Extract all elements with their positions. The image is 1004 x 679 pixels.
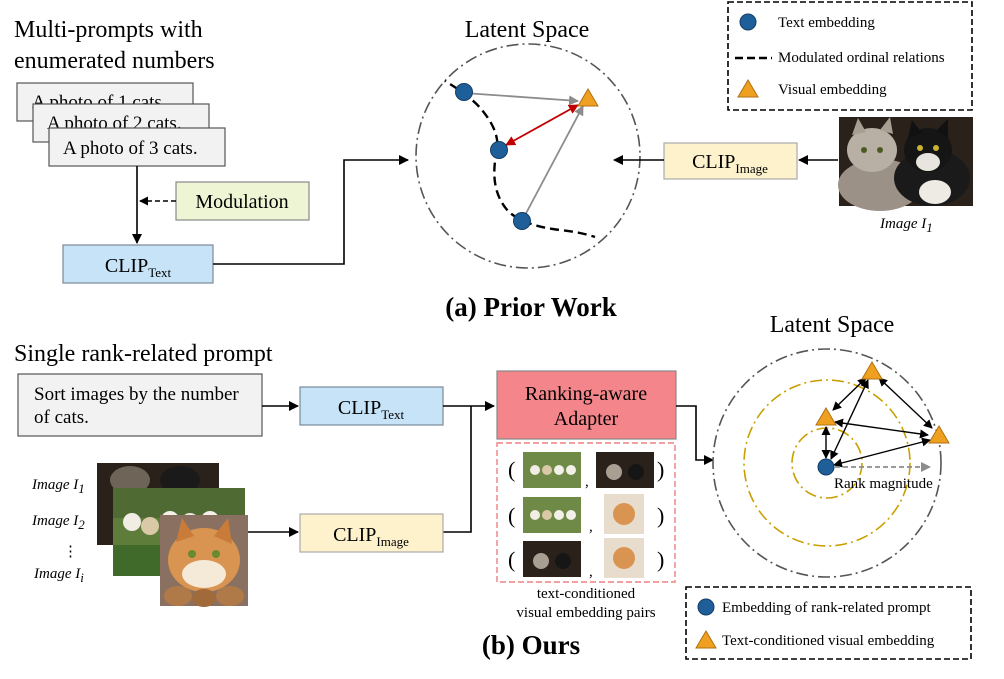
pairs-caption-line1: text-conditioned: [537, 586, 636, 602]
modulated-relation-curve: [437, 75, 596, 239]
image-i2-label: Image I2: [31, 513, 85, 532]
legend-text-embedding-icon: [739, 13, 757, 31]
pair-3-thumb-a: [523, 541, 581, 577]
arrow-t1-center: [830, 379, 869, 460]
gray-arrow-1-to-visual: [463, 92, 579, 106]
adapter-label-line2: Adapter: [554, 408, 619, 430]
pair-2-comma: ,: [589, 519, 593, 535]
pair-2-open: (: [508, 503, 515, 528]
pair-row-3: ( , ): [508, 538, 664, 580]
arrow-t3-center: [833, 437, 931, 468]
legend-modulated-relations-label: Modulated ordinal relations: [778, 50, 945, 66]
connector-clip-image-to-junction: [443, 406, 472, 533]
modulation-label: Modulation: [195, 191, 288, 213]
cat-photo-two-cats: [838, 117, 973, 211]
modulation-box: [175, 181, 310, 221]
clip-text-label-bottom: CLIPText: [338, 397, 405, 422]
clip-image-box-top: [663, 142, 798, 180]
legend-bottom: Embedding of rank-related prompt Text-co…: [685, 586, 972, 660]
latent-space-title-bottom: Latent Space: [770, 312, 895, 338]
image-i1-label-top: Image I1: [879, 216, 933, 235]
photo-image-3: [160, 515, 248, 607]
rank-prompt-box: [17, 373, 263, 437]
clip-image-box-bottom: [299, 513, 444, 553]
pair-1-close: ): [657, 457, 664, 482]
pair-1-comma: ,: [585, 474, 589, 490]
pair-1-thumb-b: [596, 452, 654, 488]
pair-2-close: ): [657, 503, 664, 528]
text-embedding-dot-3: [513, 212, 531, 230]
arrow-clip-text-to-latent: [213, 155, 409, 265]
text-embedding-dot-1: [455, 83, 473, 101]
pair-1-open: (: [508, 457, 515, 482]
prompt-3-text: A photo of 3 cats.: [63, 138, 198, 159]
clip-image-label-top: CLIPImage: [692, 151, 768, 176]
visual-embedding-triangle-1: [861, 361, 883, 380]
image-ii-label: Image Ii: [33, 566, 84, 585]
rank-prompt-line1: Sort images by the number: [34, 384, 239, 405]
latent-space-circle-bottom: [712, 348, 942, 578]
prior-work-panel: Multi-prompts with enumerated numbers A …: [14, 1, 973, 322]
legend-top: Text embedding Modulated ordinal relatio…: [727, 1, 973, 111]
gray-arrow-3-to-visual: [522, 105, 584, 220]
single-prompt-title: Single rank-related prompt: [14, 341, 273, 367]
arrow-adapter-to-latent: [676, 405, 714, 465]
pairs-caption-line2: visual embedding pairs: [516, 605, 655, 621]
image-ellipsis: ⋮: [63, 544, 78, 560]
legend-conditioned-embedding-icon: [695, 630, 717, 649]
prompt-box-3: [48, 127, 226, 167]
legend-prompt-embedding-label: Embedding of rank-related prompt: [722, 600, 932, 616]
clip-text-label-top: CLIPText: [105, 255, 172, 280]
latent-bottom-arrows: [821, 377, 933, 472]
image-stack: [97, 463, 248, 607]
pair-3-comma: ,: [589, 564, 593, 580]
latent-space-title-top: Latent Space: [465, 17, 590, 43]
text-embedding-dot-2: [490, 141, 508, 159]
legend-prompt-embedding-icon: [697, 598, 715, 616]
visual-embedding-triangle-3: [928, 425, 950, 444]
pair-row-2: ( , ): [508, 494, 664, 535]
prompt-embedding-dot: [817, 458, 835, 476]
multi-prompts-title-line1: Multi-prompts with: [14, 17, 203, 43]
arrow-t1-t3: [878, 377, 933, 429]
legend-visual-embedding-icon: [737, 79, 759, 98]
pair-3-open: (: [508, 547, 515, 572]
rank-prompt-line2: of cats.: [34, 407, 89, 428]
red-double-arrow: [505, 104, 579, 146]
legend-text-embedding-label: Text embedding: [778, 15, 875, 31]
clip-text-box-top: [62, 244, 214, 284]
image-i1-label: Image I1: [31, 477, 85, 496]
clip-image-label-bottom: CLIPImage: [333, 524, 409, 549]
clip-text-box-bottom: [299, 386, 444, 426]
legend-conditioned-embedding-label: Text-conditioned visual embedding: [722, 633, 935, 649]
visual-embedding-triangle: [577, 88, 599, 107]
ours-panel: Single rank-related prompt Sort images b…: [14, 312, 972, 660]
pair-3-close: ): [657, 547, 664, 572]
ranking-aware-adapter-box: [496, 370, 677, 440]
arrow-t2-t3: [834, 418, 929, 439]
rank-magnitude-label: Rank magnitude: [834, 476, 933, 492]
caption-ours: (b) Ours: [482, 630, 580, 660]
multi-prompts-title-line2: enumerated numbers: [14, 48, 215, 74]
caption-prior-work: (a) Prior Work: [445, 292, 616, 322]
legend-visual-embedding-label: Visual embedding: [778, 82, 887, 98]
adapter-label-line1: Ranking-aware: [525, 383, 647, 405]
legend-bottom-frame: [685, 586, 972, 660]
pair-row-1: ( , ): [508, 452, 664, 490]
visual-embedding-triangle-2: [815, 407, 837, 426]
legend-top-frame: [727, 1, 973, 111]
prompt-stack: A photo of 1 cats. A photo of 2 cats. A …: [16, 82, 226, 167]
latent-space-circle-top: [415, 43, 641, 269]
